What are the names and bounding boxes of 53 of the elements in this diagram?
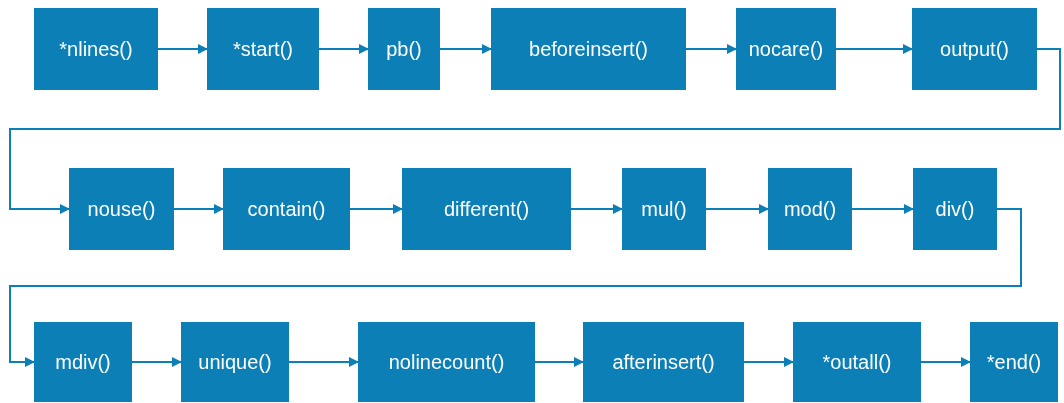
process-box — [207, 8, 319, 90]
process-box — [793, 322, 921, 402]
arrow — [157, 44, 208, 54]
function-name: nocare() — [748, 37, 824, 61]
process-box — [34, 8, 158, 90]
process-box — [368, 8, 440, 90]
process-box — [358, 322, 535, 402]
arrow — [534, 357, 584, 367]
function-name: nolinecount() — [388, 350, 505, 374]
process-box — [622, 168, 706, 250]
function-name: mod() — [783, 197, 837, 221]
arrow — [439, 44, 492, 54]
function-name: unique() — [198, 350, 272, 374]
arrow — [851, 204, 914, 214]
function-name: beforeinsert() — [529, 37, 648, 61]
process-box — [768, 168, 852, 250]
process-box — [583, 322, 744, 402]
process-box — [34, 322, 132, 402]
function-name: *end() — [986, 350, 1042, 374]
function-name: different() — [443, 197, 530, 221]
process-box — [491, 8, 686, 90]
process-box — [913, 168, 997, 250]
arrow — [920, 357, 971, 367]
arrow — [9, 208, 1022, 367]
arrow — [685, 44, 737, 54]
function-name: *outall() — [822, 350, 892, 374]
function-name: *start() — [233, 37, 293, 61]
function-name: nouse() — [87, 197, 156, 221]
arrow — [835, 44, 913, 54]
arrow — [743, 357, 794, 367]
process-box — [181, 322, 289, 402]
process-box — [912, 8, 1037, 90]
arrow — [288, 357, 359, 367]
arrow — [173, 204, 224, 214]
process-box — [402, 168, 571, 250]
arrow — [131, 357, 182, 367]
process-box — [970, 322, 1058, 402]
arrow — [349, 204, 403, 214]
function-name: mdiv() — [55, 350, 111, 374]
function-name: div() — [935, 197, 975, 221]
function-name: output() — [940, 37, 1009, 61]
function-name: contain() — [247, 197, 326, 221]
process-box — [223, 168, 350, 250]
arrow — [705, 204, 769, 214]
arrow — [318, 44, 369, 54]
arrow — [9, 48, 1061, 214]
arrow — [570, 204, 623, 214]
function-name: mul() — [641, 197, 687, 221]
function-name: pb() — [386, 37, 422, 61]
process-box — [736, 8, 836, 90]
process-box — [69, 168, 174, 250]
function-name: afterinsert() — [612, 350, 715, 374]
function-name: *nlines() — [59, 37, 133, 61]
